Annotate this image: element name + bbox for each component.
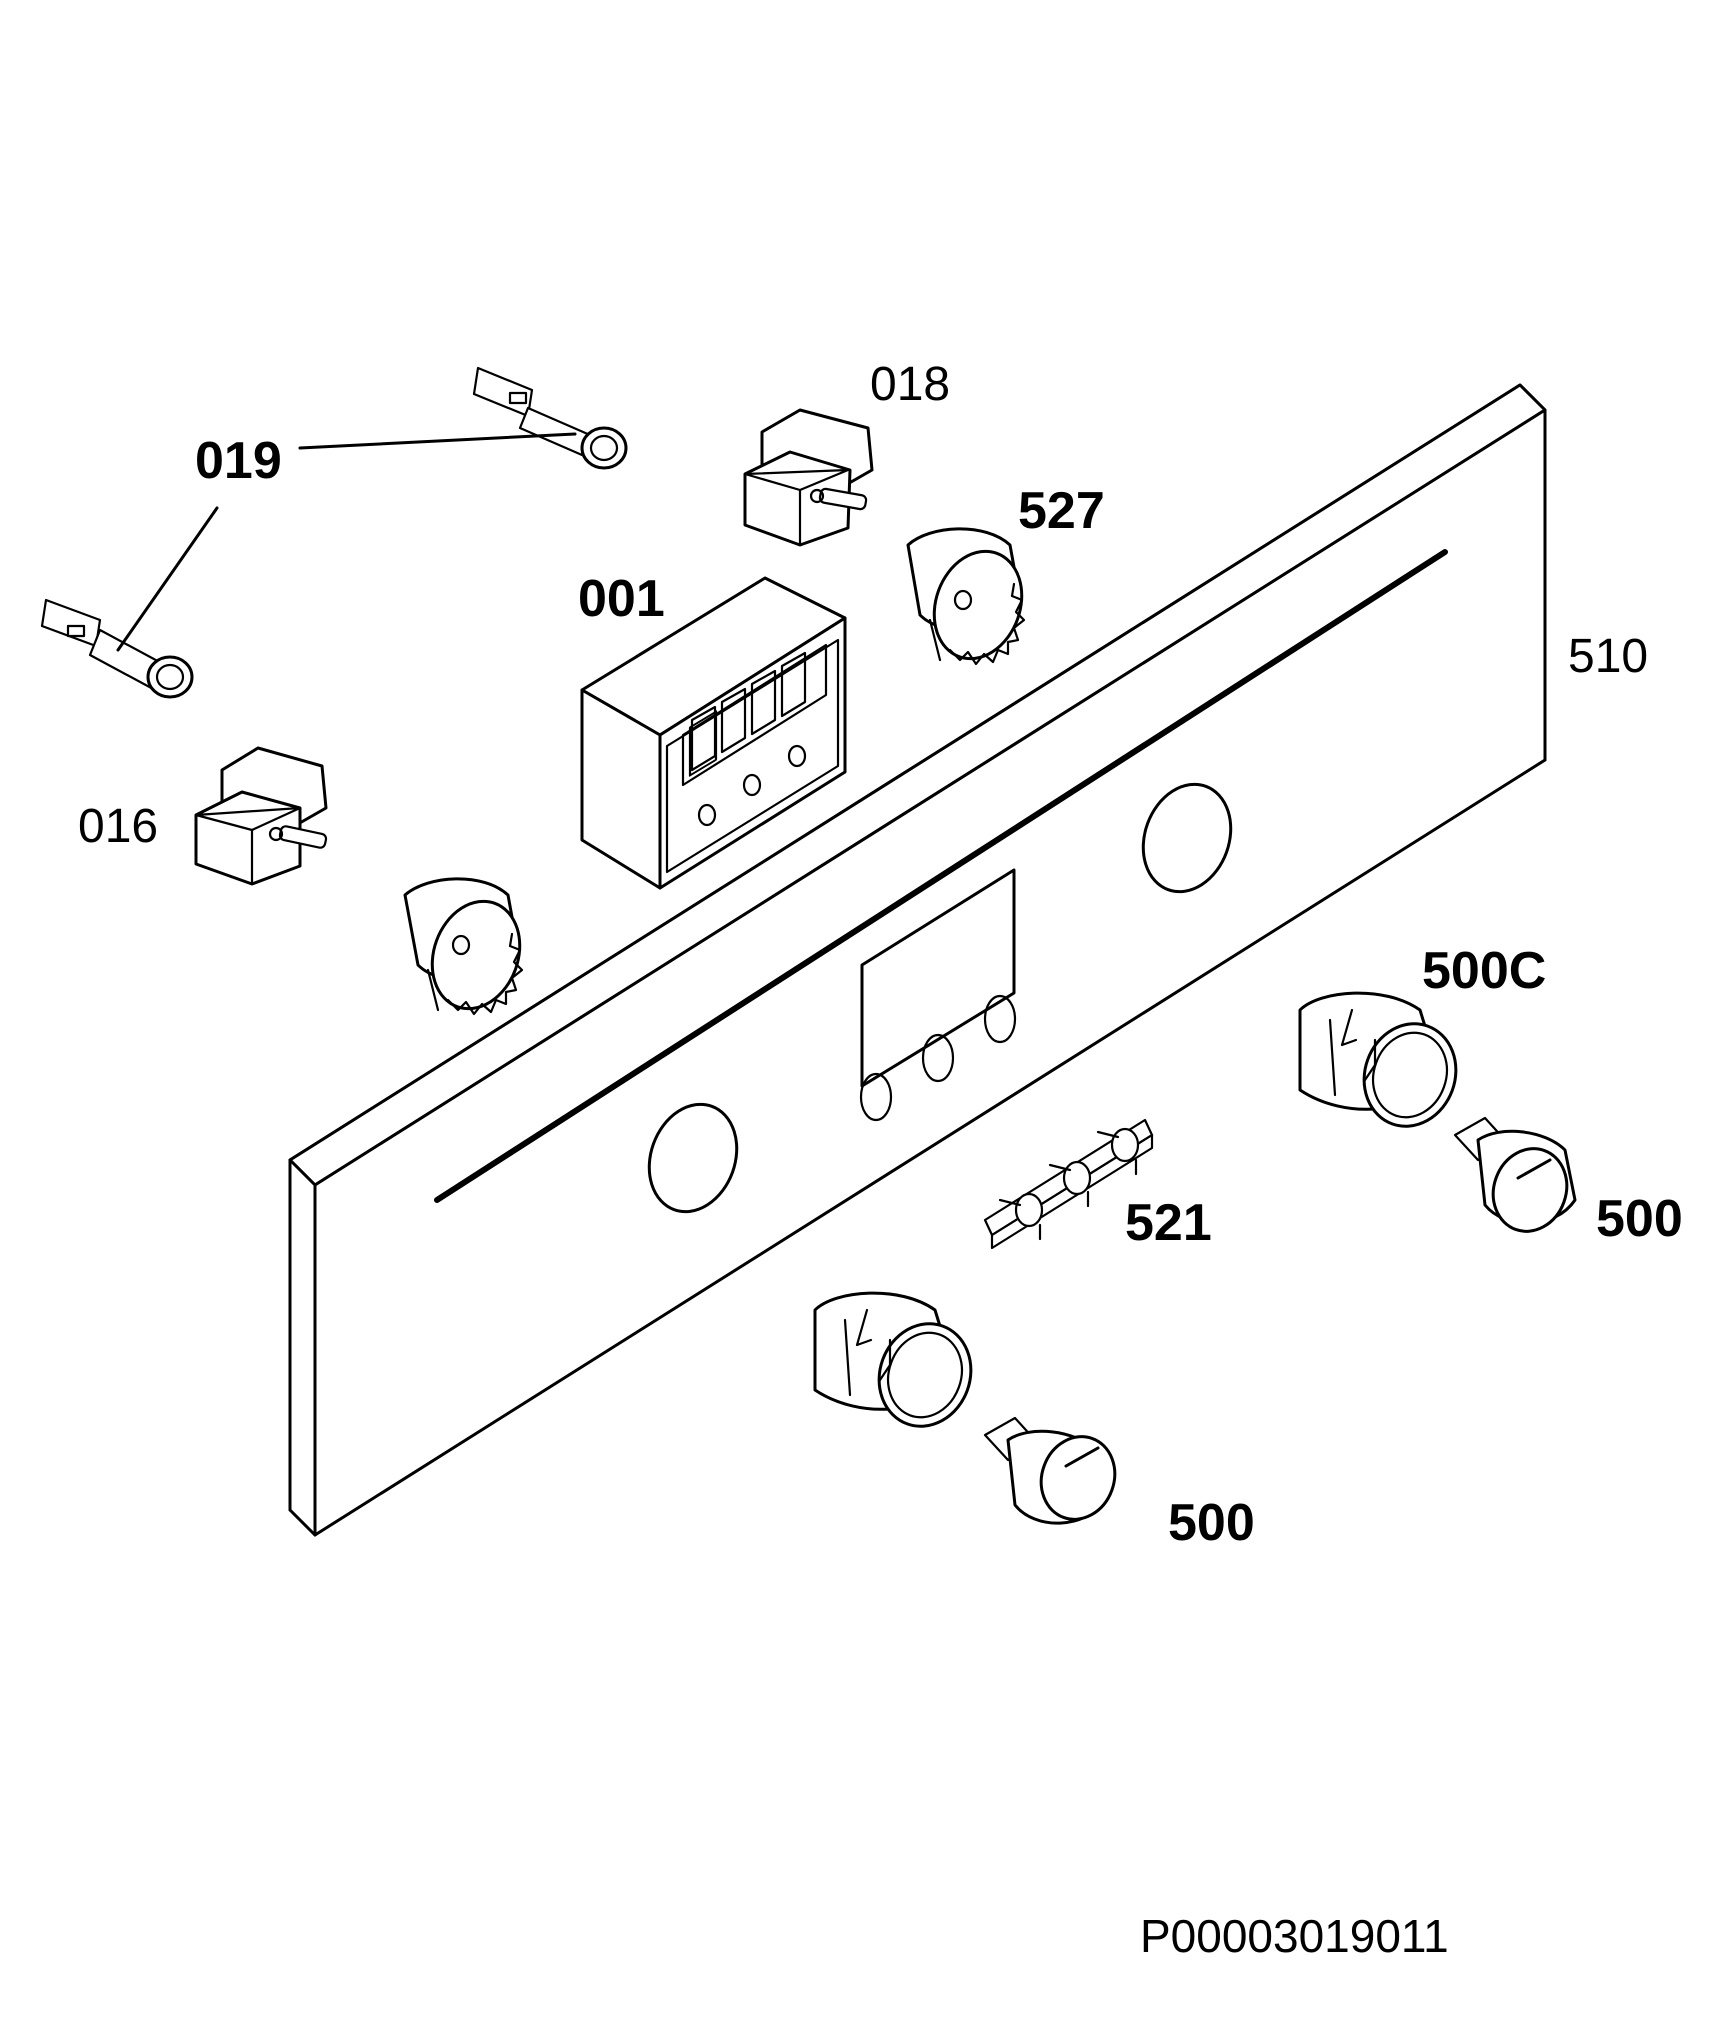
timer-module-001 bbox=[580, 576, 847, 890]
label-018: 018 bbox=[870, 358, 950, 411]
indicator-lamp-upper bbox=[472, 366, 628, 470]
knob-500-lower bbox=[983, 1416, 1117, 1525]
leader-019-lower bbox=[116, 506, 219, 652]
label-500c: 500C bbox=[1422, 942, 1546, 1000]
label-521: 521 bbox=[1125, 1194, 1212, 1252]
lamp-holder-strip-521 bbox=[983, 1118, 1154, 1250]
label-016: 016 bbox=[78, 800, 158, 853]
label-019: 019 bbox=[195, 432, 282, 490]
leader-019-upper bbox=[298, 432, 577, 450]
label-527: 527 bbox=[1018, 482, 1105, 540]
knob-base-lower bbox=[403, 877, 524, 1016]
label-001: 001 bbox=[578, 570, 665, 628]
knob-body-lower bbox=[813, 1291, 973, 1428]
label-500-lower: 500 bbox=[1168, 1494, 1255, 1552]
label-500-right: 500 bbox=[1596, 1190, 1683, 1248]
drawing-code: P00003019011 bbox=[1140, 1910, 1449, 1962]
knob-base-527 bbox=[906, 527, 1026, 666]
knob-500-right bbox=[1453, 1116, 1577, 1233]
rotary-switch-018 bbox=[743, 408, 874, 547]
rotary-switch-016 bbox=[194, 746, 328, 886]
control-panel-510 bbox=[288, 383, 1547, 1537]
knob-body-500c bbox=[1298, 991, 1458, 1128]
label-510: 510 bbox=[1568, 630, 1648, 683]
indicator-lamp-lower bbox=[40, 598, 194, 699]
